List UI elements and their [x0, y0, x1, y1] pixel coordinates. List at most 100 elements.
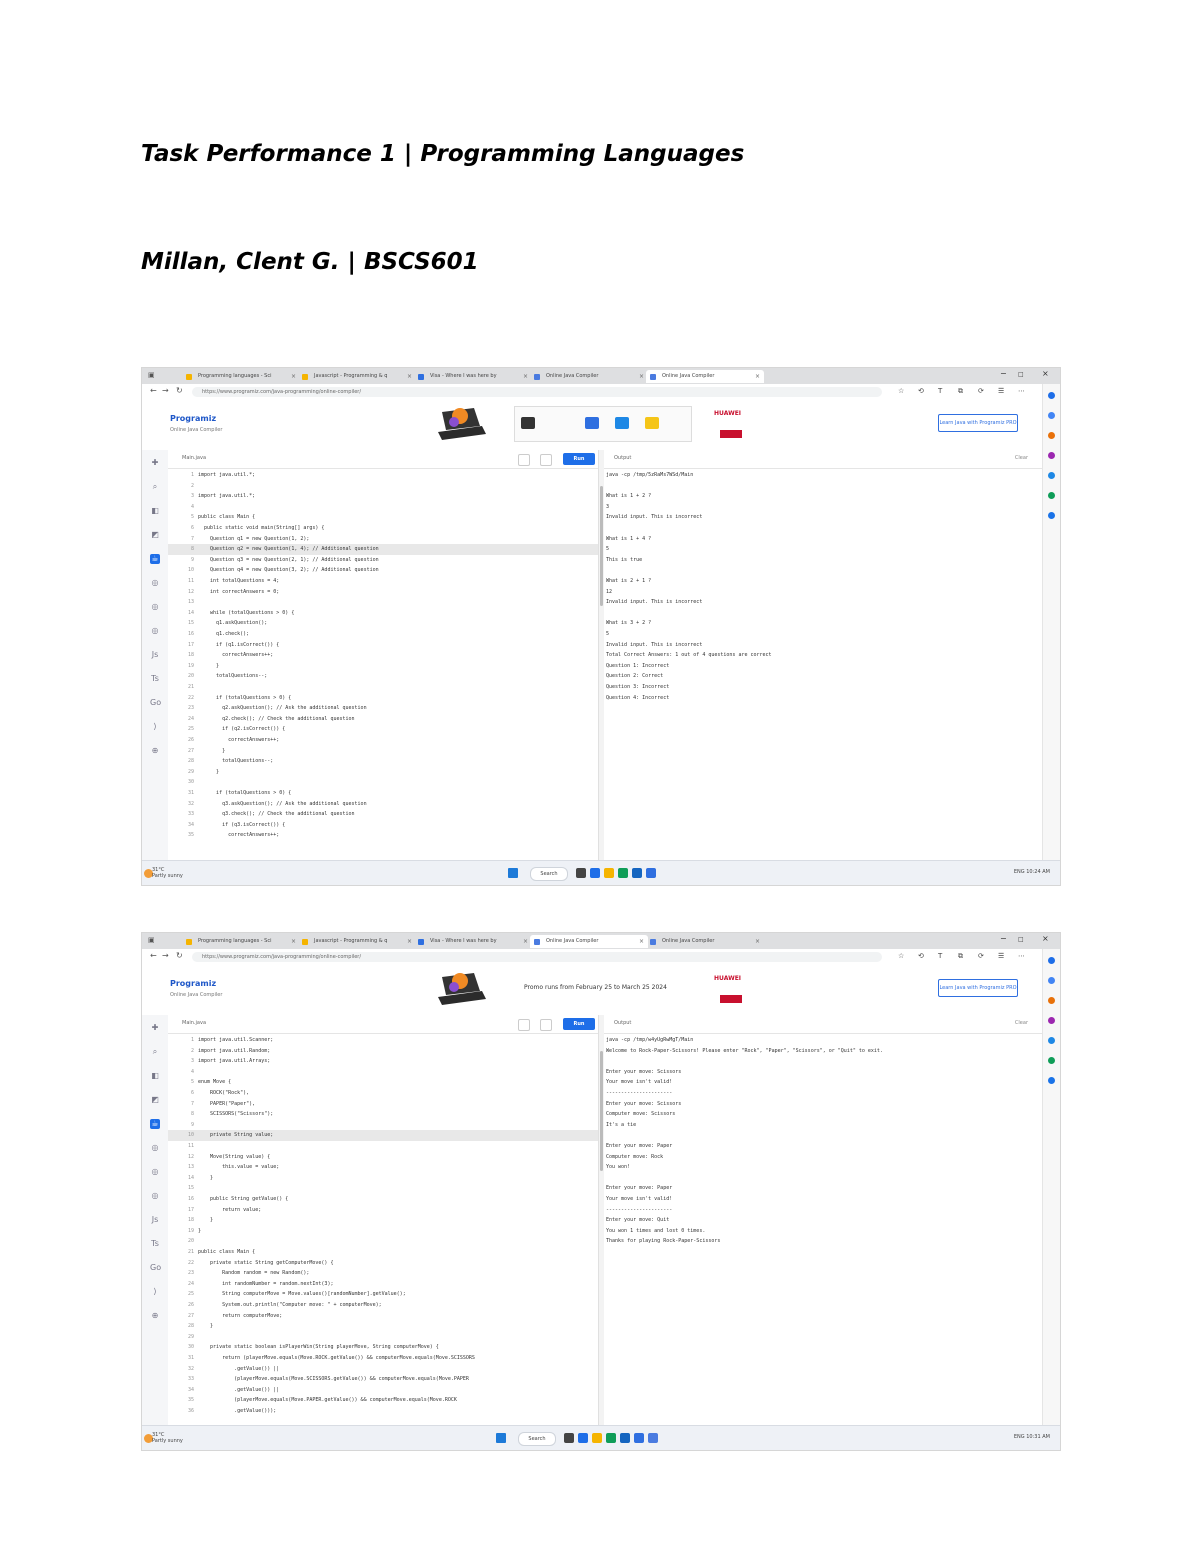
clear-button[interactable]: Clear	[1014, 455, 1028, 461]
taskbar-app-icon[interactable]	[604, 868, 614, 878]
tab-close-icon[interactable]: ×	[754, 938, 760, 945]
file-tab[interactable]: Main.java	[182, 1020, 207, 1026]
code-line[interactable]: 23 q2.askQuestion(); // Ask the addition…	[168, 703, 598, 714]
site-logo[interactable]: Programiz	[170, 979, 217, 988]
language-icon[interactable]: ✚	[151, 458, 159, 467]
taskbar-app-icon[interactable]	[618, 868, 628, 878]
sidebar-app-icon[interactable]	[1048, 512, 1055, 519]
toolbar-icon[interactable]: ⧉	[958, 952, 963, 960]
code-line[interactable]: 12 Move(String value) {	[168, 1152, 598, 1163]
toolbar-icon[interactable]: ☰	[998, 952, 1005, 960]
sidebar-app-icon[interactable]	[1048, 452, 1055, 459]
close-window-icon[interactable]: ×	[1042, 934, 1049, 943]
code-line[interactable]: 17 return value;	[168, 1205, 598, 1216]
maximize-icon[interactable]: □	[1018, 936, 1024, 943]
language-icon[interactable]: ⌕	[152, 1047, 158, 1056]
code-line[interactable]: 24 q2.check(); // Check the additional q…	[168, 714, 598, 725]
browser-tab[interactable]: Javascript - Programming & q×	[298, 935, 416, 948]
code-line[interactable]: 6 ROCK("Rock"),	[168, 1088, 598, 1099]
toolbar-icon[interactable]: ⋯	[1018, 387, 1025, 395]
code-line[interactable]: 31 if (totalQuestions > 0) {	[168, 788, 598, 799]
code-line[interactable]: 9 Question q3 = new Question(2, 1); // A…	[168, 555, 598, 566]
code-line[interactable]: 18 correctAnswers++;	[168, 650, 598, 661]
code-line[interactable]: 26 correctAnswers++;	[168, 735, 598, 746]
forward-icon[interactable]: →	[162, 951, 169, 960]
upgrade-button[interactable]: Learn Java with Programiz PRO	[938, 414, 1018, 432]
language-icon[interactable]: ◎	[151, 1191, 159, 1200]
toolbar-icon[interactable]: ☆	[898, 952, 905, 960]
sidebar-app-icon[interactable]	[1048, 997, 1055, 1004]
sidebar-app-icon[interactable]	[1048, 432, 1055, 439]
language-icon[interactable]: ◩	[151, 1095, 159, 1104]
language-icon[interactable]: ◎	[151, 626, 159, 635]
language-icon[interactable]: Ts	[151, 1239, 159, 1248]
toolbar-icon[interactable]: ⟲	[918, 952, 924, 960]
language-icon[interactable]: ◧	[151, 506, 159, 515]
language-icon[interactable]: Go	[150, 1263, 162, 1272]
taskbar-search[interactable]: Search	[518, 1432, 556, 1446]
code-line[interactable]: 33 (playerMove.equals(Move.SCISSORS.getV…	[168, 1374, 598, 1385]
back-icon[interactable]: ←	[150, 386, 157, 395]
weather-icon[interactable]	[144, 1434, 153, 1443]
system-tray[interactable]: ENG 10:24 AM	[1013, 869, 1050, 875]
code-line[interactable]: 34 if (q3.isCorrect()) {	[168, 820, 598, 831]
url-field[interactable]: https://www.programiz.com/java-programmi…	[192, 387, 882, 397]
toolbar-icon[interactable]: ☰	[998, 387, 1005, 395]
code-line[interactable]: 28 totalQuestions--;	[168, 756, 598, 767]
taskbar-app-icon[interactable]	[632, 868, 642, 878]
close-window-icon[interactable]: ×	[1042, 369, 1049, 378]
theme-icon[interactable]	[540, 1019, 552, 1031]
language-icon[interactable]: Go	[150, 698, 162, 707]
taskbar-app-icon[interactable]	[646, 868, 656, 878]
start-menu-icon[interactable]	[508, 868, 518, 878]
code-line[interactable]: 32 .getValue()) ||	[168, 1364, 598, 1375]
code-line[interactable]: 31 return (playerMove.equals(Move.ROCK.g…	[168, 1353, 598, 1364]
tab-close-icon[interactable]: ×	[522, 373, 528, 380]
language-icon[interactable]: ◎	[151, 602, 159, 611]
code-line[interactable]: 35 (playerMove.equals(Move.PAPER.getValu…	[168, 1395, 598, 1406]
browser-tab[interactable]: Visa - Where I was here by×	[414, 935, 532, 948]
browser-tab[interactable]: Visa - Where I was here by×	[414, 370, 532, 383]
browser-tab[interactable]: Online Java Compiler×	[530, 370, 648, 383]
code-line[interactable]: 11 int totalQuestions = 4;	[168, 576, 598, 587]
code-line[interactable]: 34 .getValue()) ||	[168, 1385, 598, 1396]
code-line[interactable]: 11	[168, 1141, 598, 1152]
language-icon[interactable]: ☕	[150, 1119, 160, 1129]
toolbar-icon[interactable]: T	[938, 387, 943, 395]
sidebar-app-icon[interactable]	[1048, 1057, 1055, 1064]
taskbar-app-icon[interactable]	[576, 868, 586, 878]
sidebar-app-icon[interactable]	[1048, 977, 1055, 984]
code-line[interactable]: 22 if (totalQuestions > 0) {	[168, 693, 598, 704]
language-icon[interactable]: ⟩	[153, 722, 157, 731]
toolbar-icon[interactable]: ☆	[898, 387, 905, 395]
site-logo[interactable]: Programiz	[170, 414, 217, 423]
browser-tab[interactable]: Programming languages - Sci×	[182, 935, 300, 948]
code-line[interactable]: 29	[168, 1332, 598, 1343]
language-icon[interactable]: ◎	[151, 1143, 159, 1152]
tab-close-icon[interactable]: ×	[406, 938, 412, 945]
language-icon[interactable]: ⊕	[151, 746, 159, 755]
code-line[interactable]: 19}	[168, 1226, 598, 1237]
code-line[interactable]: 22 private static String getComputerMove…	[168, 1258, 598, 1269]
code-line[interactable]: 18 }	[168, 1215, 598, 1226]
language-icon[interactable]: ◧	[151, 1071, 159, 1080]
tab-close-icon[interactable]: ×	[406, 373, 412, 380]
system-tray[interactable]: ENG 10:31 AM	[1013, 1434, 1050, 1440]
language-icon[interactable]: Ts	[151, 674, 159, 683]
sidebar-app-icon[interactable]	[1048, 392, 1055, 399]
code-line[interactable]: 13	[168, 597, 598, 608]
browser-tab[interactable]: Online Java Compiler×	[646, 370, 764, 383]
sidebar-app-icon[interactable]	[1048, 412, 1055, 419]
minimize-icon[interactable]: −	[1000, 369, 1007, 378]
code-line[interactable]: 33 q3.check(); // Check the additional q…	[168, 809, 598, 820]
ad-banner[interactable]	[514, 406, 692, 442]
sidebar-app-icon[interactable]	[1048, 472, 1055, 479]
taskbar-app-icon[interactable]	[564, 1433, 574, 1443]
code-line[interactable]: 27 return computerMove;	[168, 1311, 598, 1322]
sidebar-app-icon[interactable]	[1048, 957, 1055, 964]
